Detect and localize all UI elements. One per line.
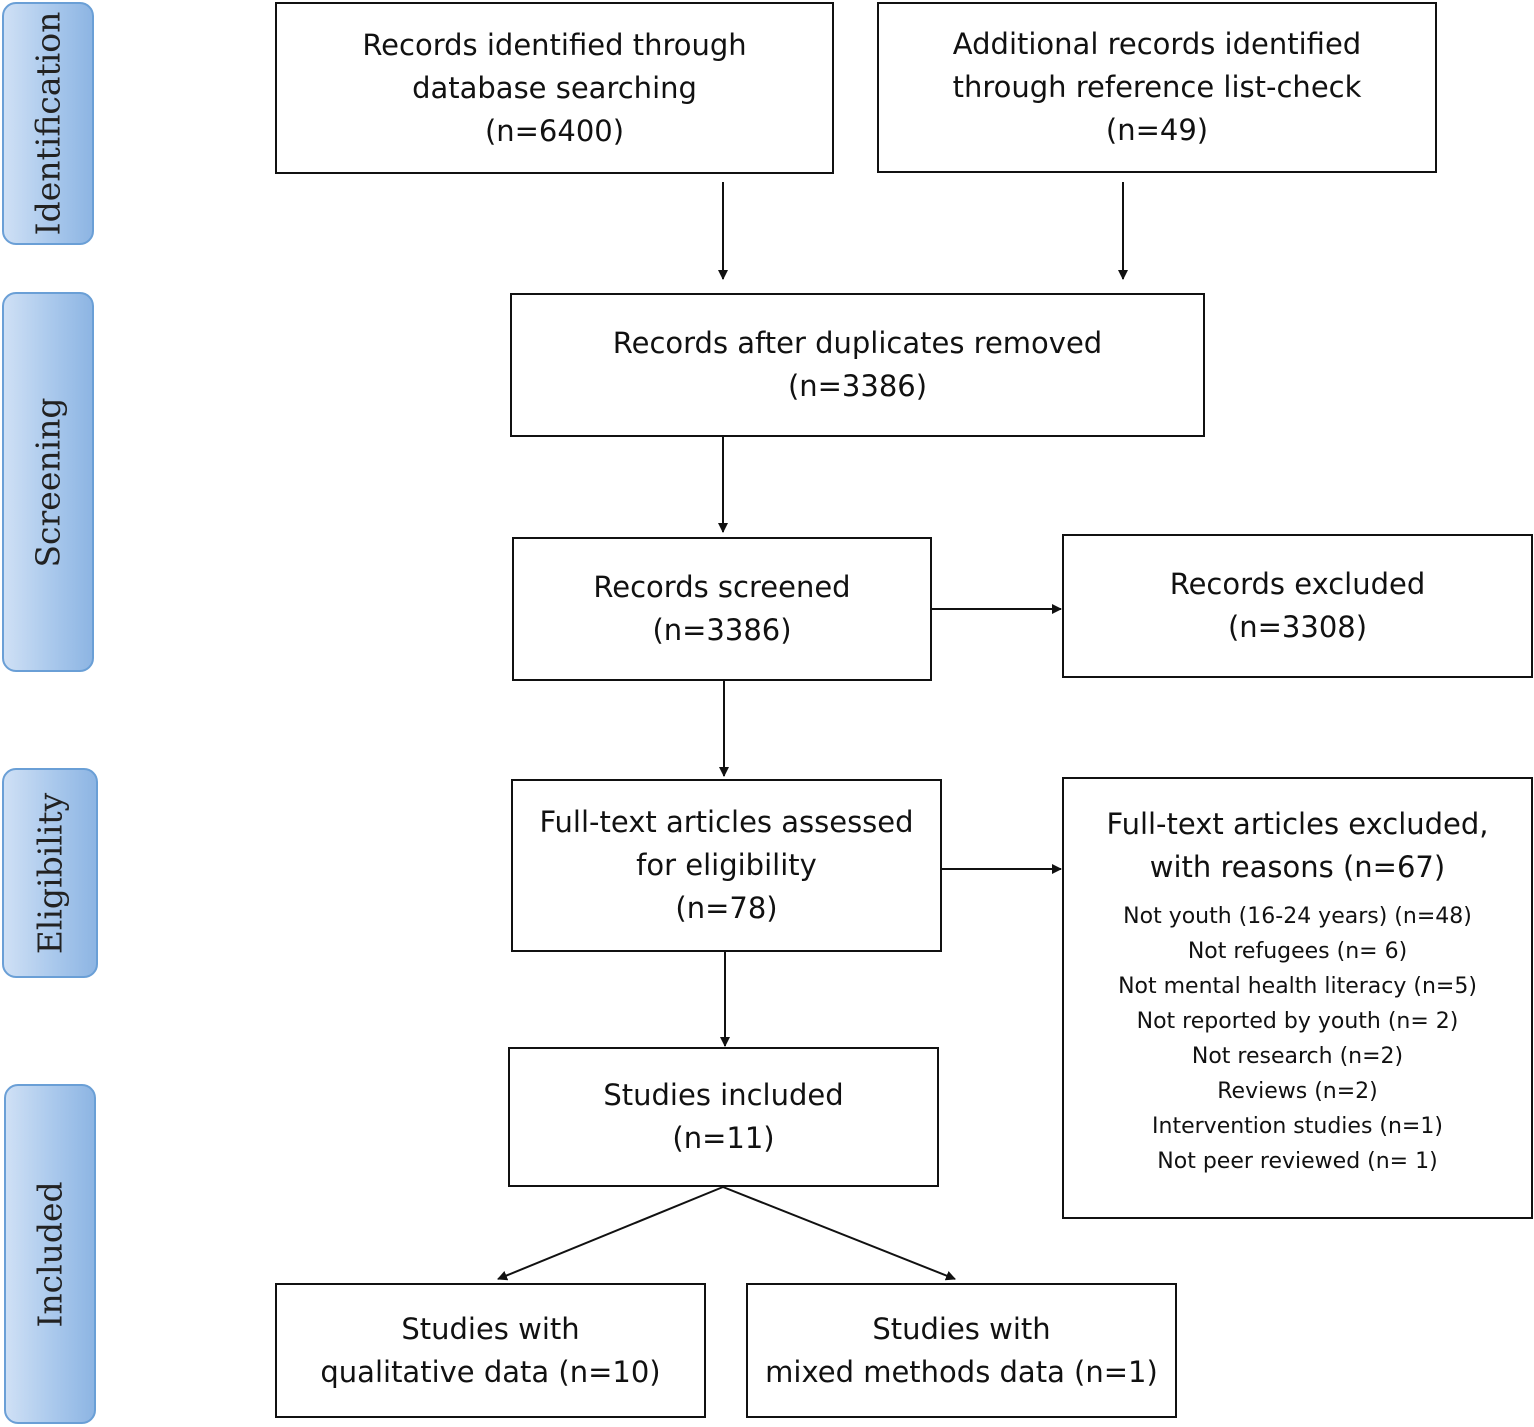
arrow-included-to-qualitative [497,1186,724,1281]
box-line: Full-text articles assessed [539,805,914,839]
box-line: qualitative data (n=10) [320,1354,661,1389]
box-line: through reference list-check [952,70,1362,104]
duplicates-removed-box: Records after duplicates removed (n=3386… [510,293,1205,437]
exclusion-reason: Not youth (16-24 years) (n=48) [1123,904,1472,929]
box-count: (n=49) [1105,113,1209,147]
fulltext-excluded-box: Full-text articles excluded, with reason… [1062,777,1533,1219]
box-line: with reasons (n=67) [1149,850,1446,884]
box-line: Records after duplicates removed [612,326,1103,360]
stage-screening: Screening [2,292,94,672]
qualitative-studies-box: Studies with qualitative data (n=10) [275,1283,706,1418]
box-line: Studies with [872,1311,1051,1346]
box-line: Additional records identified [952,27,1362,61]
records-excluded-box: Records excluded (n=3308) [1062,534,1533,678]
arrow-included-to-mixed [722,1186,956,1281]
exclusion-reason: Reviews (n=2) [1217,1079,1378,1104]
stage-identification: Identification [2,2,94,245]
database-records-box: Records identified through database sear… [275,2,834,174]
exclusion-reason: Intervention studies (n=1) [1152,1114,1443,1139]
box-line: Full-text articles excluded, [1106,807,1489,841]
reference-records-box: Additional records identified through re… [877,2,1437,173]
box-count: (n=11) [672,1121,775,1155]
box-line: database searching [412,70,697,105]
exclusion-reason: Not research (n=2) [1191,1044,1404,1069]
studies-included-box: Studies included (n=11) [508,1047,939,1187]
records-screened-box: Records screened (n=3386) [512,537,932,681]
exclusion-reason: Not refugees (n= 6) [1187,939,1408,964]
box-line: Records identified through [362,27,747,62]
box-line: Records excluded [1169,567,1426,601]
stage-included: Included [4,1084,96,1424]
exclusion-reason: Not mental health literacy (n=5) [1118,974,1477,999]
box-count: (n=78) [675,891,778,925]
exclusion-reason: Not peer reviewed (n= 1) [1157,1149,1438,1174]
box-count: (n=6400) [484,113,625,148]
mixed-methods-studies-box: Studies with mixed methods data (n=1) [746,1283,1177,1418]
box-line: Records screened [593,570,851,604]
exclusion-reason: Not reported by youth (n= 2) [1136,1009,1459,1034]
box-count: (n=3386) [652,613,792,647]
box-line: mixed methods data (n=1) [765,1354,1158,1389]
box-line: for eligibility [636,848,817,882]
stage-eligibility: Eligibility [2,768,98,978]
fulltext-assessed-box: Full-text articles assessed for eligibil… [511,779,942,952]
box-line: Studies with [401,1311,580,1346]
box-count: (n=3386) [787,369,928,403]
box-line: Studies included [603,1078,844,1112]
box-count: (n=3308) [1227,610,1368,644]
